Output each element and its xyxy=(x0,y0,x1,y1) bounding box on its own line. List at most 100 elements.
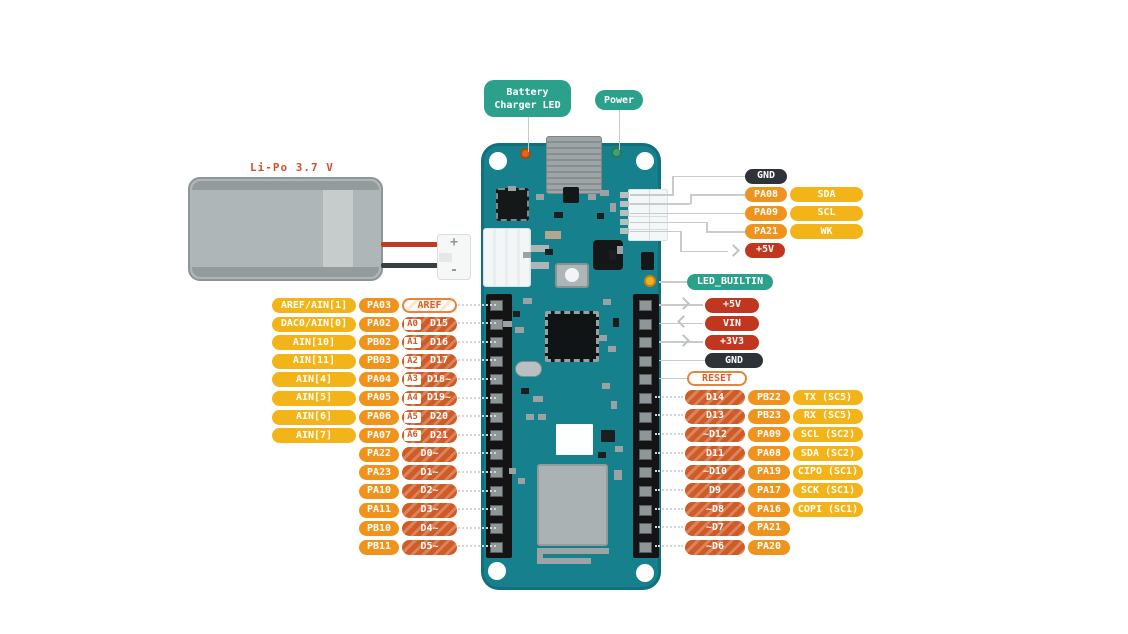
battery-highlight-strip xyxy=(323,181,353,277)
analog-badge: A3 xyxy=(404,374,421,386)
port-pill: PA21 xyxy=(748,520,790,536)
power-callout: Power xyxy=(595,90,643,110)
header-pin xyxy=(639,541,652,553)
pin-header-strip xyxy=(486,294,512,558)
port-pill: PA22 xyxy=(359,446,399,462)
port-pill: PB22 xyxy=(748,390,790,405)
port-pill: PA06 xyxy=(359,409,399,425)
digital-pill: D0~ xyxy=(402,446,457,462)
port-pill: PA20 xyxy=(748,539,790,555)
function-pill: SCL (SC2) xyxy=(793,427,863,443)
passive-component xyxy=(503,321,512,327)
reset-button-cap xyxy=(565,268,579,282)
usb-connector xyxy=(546,136,602,194)
digital-pill-label: D20 xyxy=(429,411,449,423)
port-pill: PA11 xyxy=(359,502,399,518)
header-pin xyxy=(639,448,652,460)
port-pill: PA08 xyxy=(745,187,787,202)
header-pin xyxy=(639,486,652,497)
header-pin xyxy=(490,467,503,479)
header-pin xyxy=(639,337,652,349)
digital-pill: D13 xyxy=(685,408,745,424)
port-pill: PA21 xyxy=(745,224,787,239)
pin-line xyxy=(458,470,496,473)
pin-line xyxy=(655,451,683,454)
connector-line xyxy=(630,230,680,233)
passive-component xyxy=(533,396,543,402)
connector-line xyxy=(690,194,692,204)
socket-pin xyxy=(531,245,549,252)
connector-line xyxy=(630,203,690,205)
header-pin xyxy=(490,411,503,423)
pin-row: GND xyxy=(745,168,863,184)
power-pill: +5V xyxy=(705,297,759,313)
pin-line xyxy=(458,433,496,436)
passive-component xyxy=(613,318,619,327)
pin-line xyxy=(655,470,683,473)
connector-line xyxy=(680,250,728,253)
function-pill: WK xyxy=(790,224,863,239)
pin-line xyxy=(458,452,496,455)
header-pin xyxy=(490,504,503,516)
connector-line xyxy=(690,194,745,196)
header-pin xyxy=(639,411,652,423)
ic-component xyxy=(563,187,579,203)
passive-component xyxy=(545,249,553,255)
passive-component xyxy=(608,346,616,352)
port-pill: PB10 xyxy=(359,521,399,537)
port-pill: PA05 xyxy=(359,390,399,406)
port-pill: PA03 xyxy=(359,298,399,313)
crystal-oscillator xyxy=(515,361,542,377)
passive-component xyxy=(615,446,623,452)
battery-charger-led-callout-line1: Battery xyxy=(506,86,549,98)
passive-component xyxy=(536,194,544,200)
passive-component xyxy=(601,430,615,442)
digital-pill-label: D21 xyxy=(429,429,449,441)
header-pin xyxy=(490,300,503,311)
power-led xyxy=(611,147,622,158)
analog-badge: A2 xyxy=(404,355,421,367)
port-pill: PA02 xyxy=(359,316,399,332)
passive-component xyxy=(611,401,617,409)
passive-component xyxy=(523,252,531,258)
digital-pill: ~D12 xyxy=(685,427,745,443)
mounting-hole xyxy=(636,564,654,582)
digital-pill: ~D6 xyxy=(685,539,745,555)
function-pill: SCL xyxy=(790,205,863,221)
passive-component xyxy=(515,327,524,333)
connector-pin xyxy=(620,227,629,234)
socket-pin xyxy=(531,262,549,269)
digital-pill: ~D10 xyxy=(685,464,745,480)
header-pin xyxy=(490,337,503,349)
rf-module-shield xyxy=(537,464,608,546)
function-pill: AREF/AIN[1] xyxy=(272,298,356,313)
header-pin xyxy=(639,374,652,386)
battery-illustration xyxy=(188,177,383,281)
power-pill: VIN xyxy=(705,316,759,331)
connector-line xyxy=(659,304,703,306)
pin-line xyxy=(458,415,496,418)
connector-line xyxy=(659,341,703,343)
pin-line xyxy=(655,414,683,417)
power-pill: +3V3 xyxy=(705,334,759,350)
battery-charger-led-callout-line2: Charger LED xyxy=(494,99,561,111)
ic-component xyxy=(641,252,654,270)
pin-line xyxy=(458,359,496,362)
charger-chip xyxy=(496,188,529,221)
function-pill: AIN[11] xyxy=(272,353,356,369)
passive-component xyxy=(610,203,616,212)
